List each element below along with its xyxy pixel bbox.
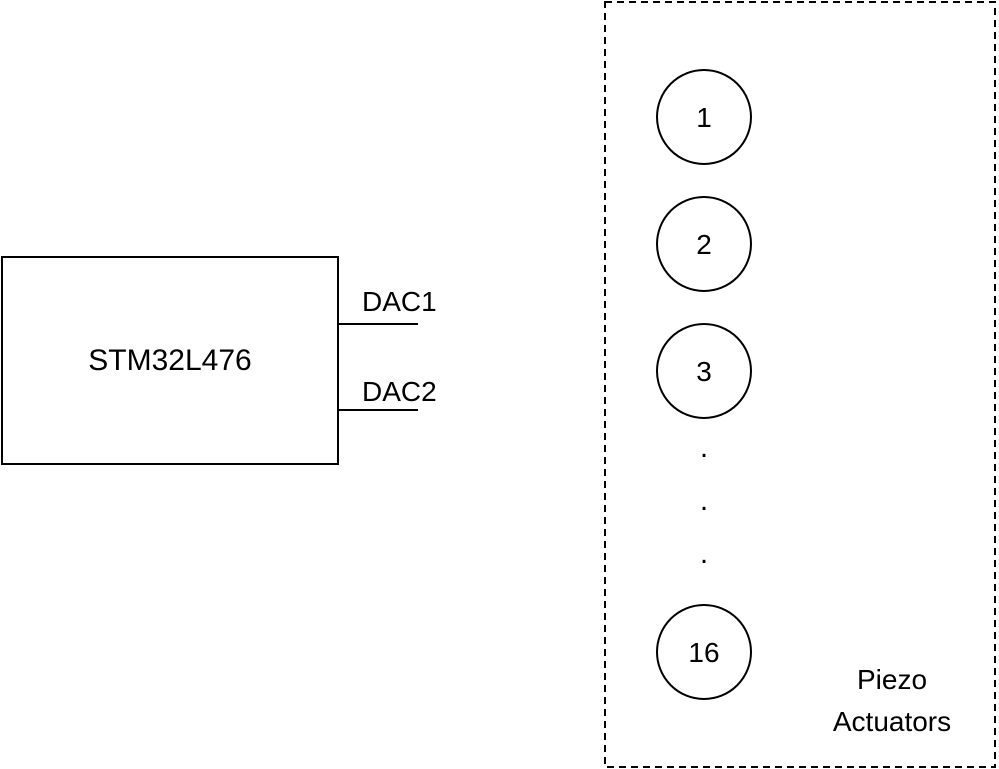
mcu-block: STM32L476 xyxy=(1,256,339,465)
actuator-3: 3 xyxy=(656,323,752,419)
actuator-circle xyxy=(656,196,752,292)
ellipsis-dot: . xyxy=(700,537,708,570)
dac1-output: DAC1 xyxy=(338,286,437,325)
actuator-group-label-line1: Piezo xyxy=(857,664,927,695)
actuator-circle xyxy=(656,323,752,419)
actuator-circle xyxy=(656,69,752,165)
actuator-label: 3 xyxy=(696,356,712,387)
ellipsis-dot: . xyxy=(700,431,708,464)
actuator-label: 16 xyxy=(688,637,719,668)
actuator-label: 1 xyxy=(696,102,712,133)
dac2-label: DAC2 xyxy=(362,376,437,407)
actuator-2: 2 xyxy=(656,196,752,292)
actuator-group-border xyxy=(604,1,996,768)
actuator-circle xyxy=(656,604,752,700)
mcu-label: STM32L476 xyxy=(88,344,251,377)
actuator-group: 1 2 3 . . . 16 Piezo Actuators xyxy=(604,1,996,768)
ellipsis-dot: . xyxy=(700,484,708,517)
actuator-label: 2 xyxy=(696,229,712,260)
actuator-1: 1 xyxy=(656,69,752,165)
actuator-16: 16 xyxy=(656,604,752,700)
dac2-output: DAC2 xyxy=(338,376,437,411)
actuator-group-label-line2: Actuators xyxy=(833,706,951,737)
mcu-box xyxy=(1,256,339,465)
dac1-label: DAC1 xyxy=(362,286,437,317)
ellipsis-dots: . . . xyxy=(700,431,708,570)
